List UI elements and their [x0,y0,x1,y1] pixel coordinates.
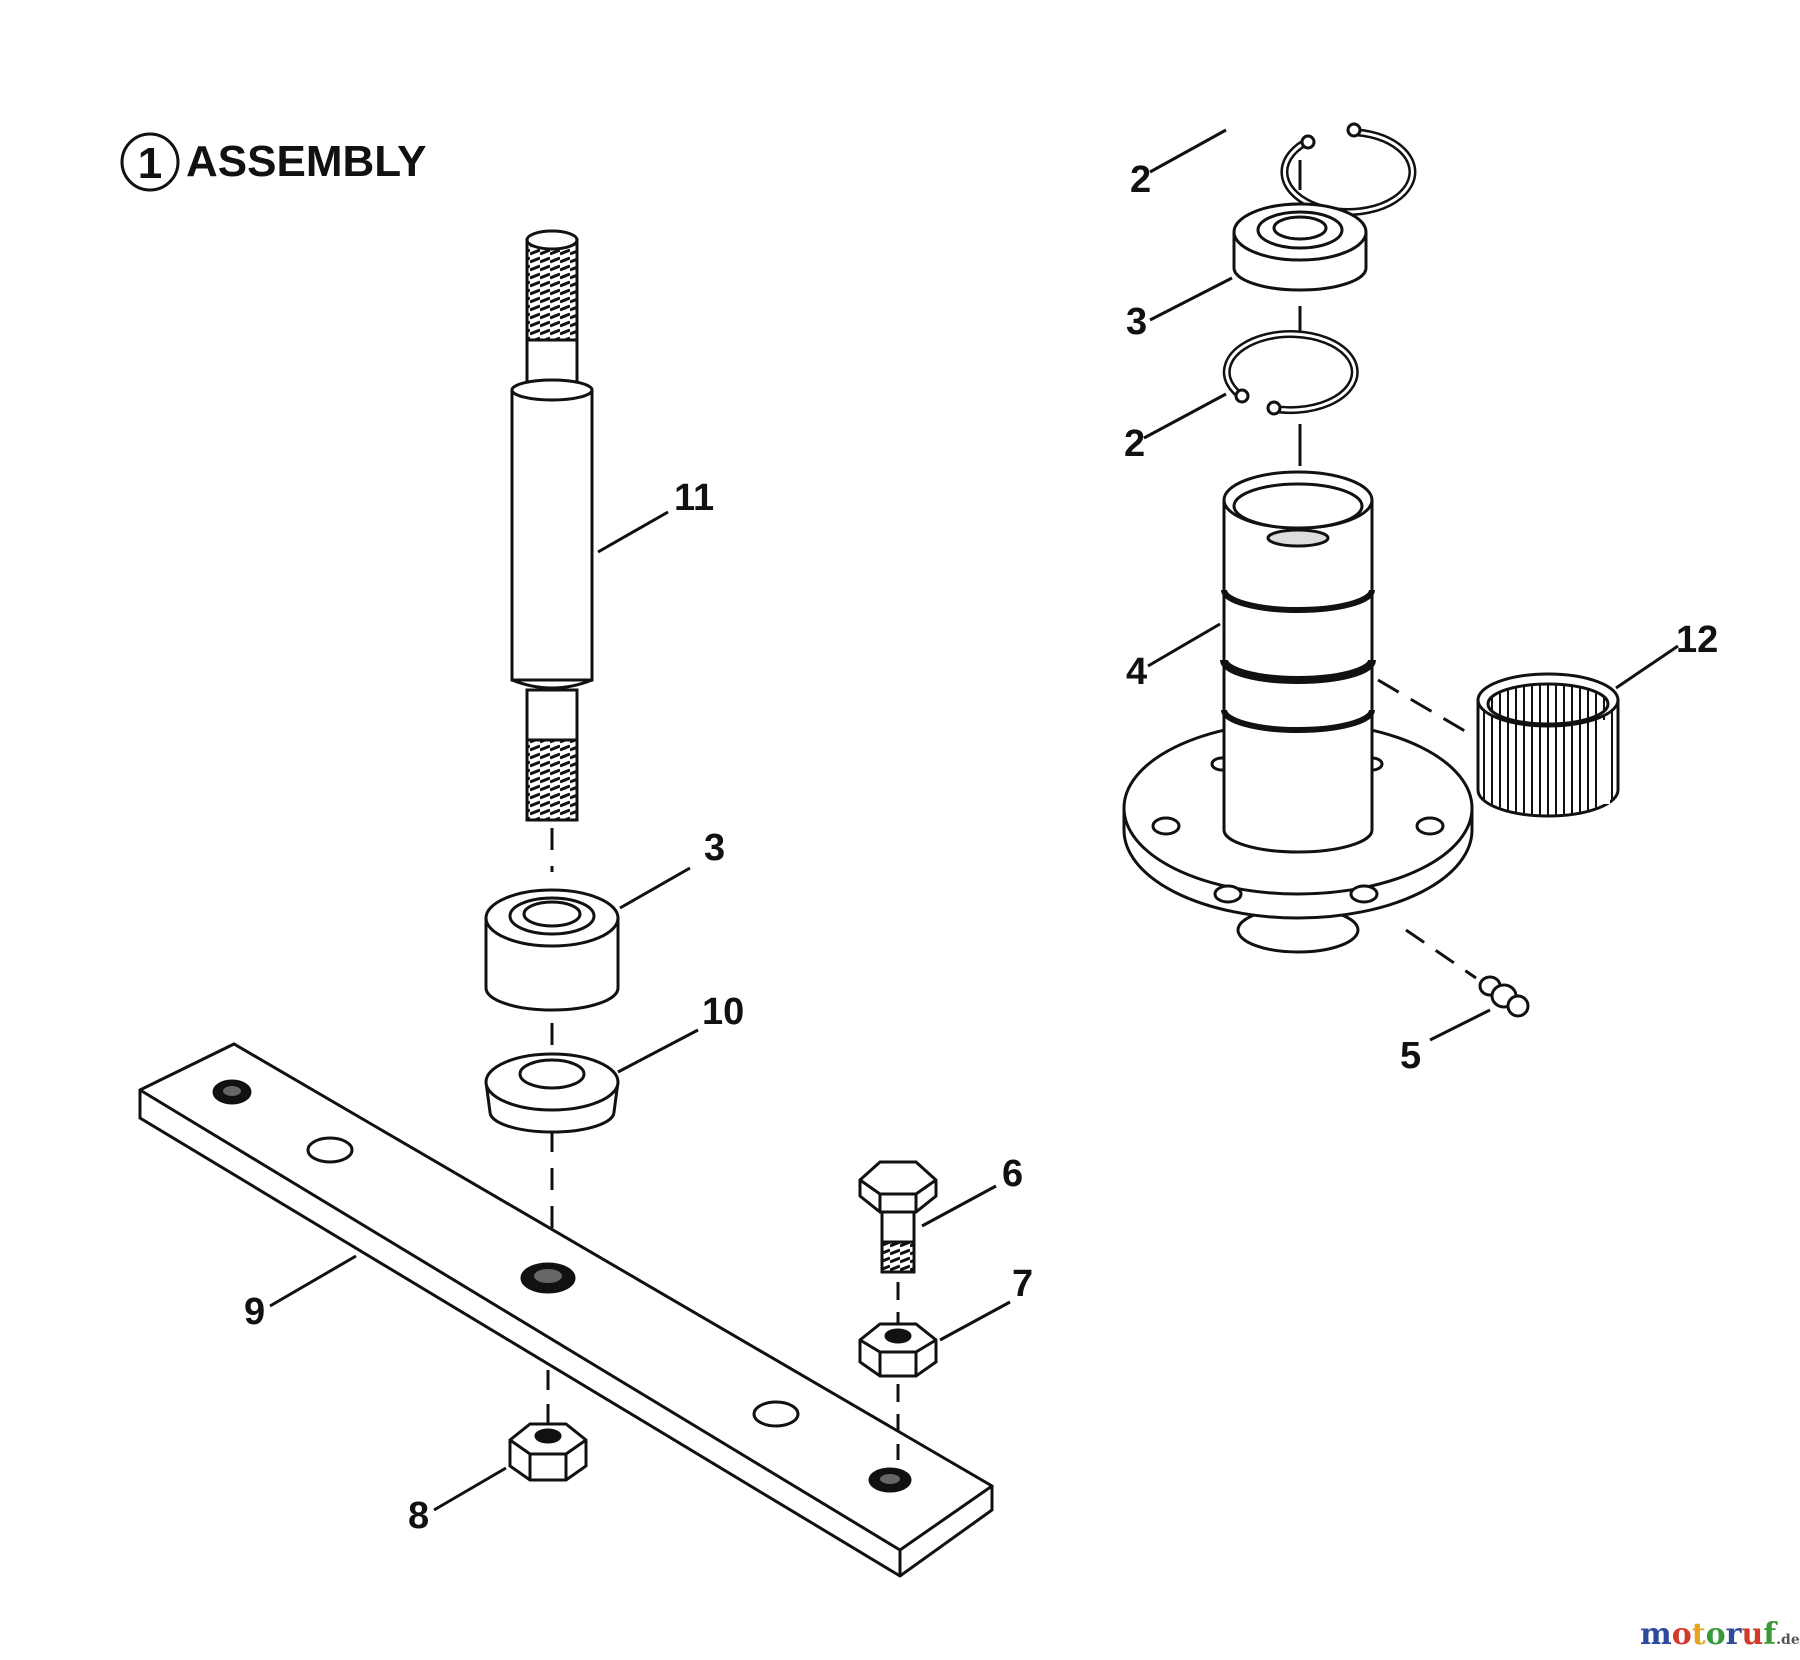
watermark-letter: m [1640,1617,1672,1652]
leader-11 [597,510,669,554]
grease-fitting [1478,975,1530,1018]
leader-5 [1429,1008,1491,1042]
needle-bushing [1476,672,1620,818]
callout-12: 12 [1676,619,1718,661]
callout-4: 4 [1126,651,1147,693]
callout-7: 7 [1012,1263,1033,1305]
flange-hole-2 [1213,884,1243,904]
leader-3-upper [1149,276,1233,322]
bar-hole-4 [752,1400,800,1428]
callout-2-upper: 2 [1130,159,1151,201]
watermark-letter: u [1741,1617,1763,1652]
leader-7 [939,1300,1011,1342]
bar-hole-2 [306,1136,354,1164]
callout-9: 9 [244,1291,265,1333]
assembly-title: 1 ASSEMBLY [120,132,426,192]
leader-4 [1147,622,1221,668]
watermark-letter: t [1692,1617,1706,1652]
leader-6 [921,1184,997,1228]
callout-6: 6 [1002,1153,1023,1195]
watermark-letter: o [1672,1617,1692,1652]
mounting-bar [138,1042,994,1578]
title-number: 1 [138,139,162,188]
ball-bearing-upper [1232,202,1368,292]
axis-line-fitting [1405,928,1477,980]
callout-5: 5 [1400,1035,1421,1077]
watermark-logo: motoruf.de [1640,1617,1800,1652]
spacer-washer [484,1052,620,1134]
leader-9 [269,1254,357,1308]
hex-nut-8 [508,1422,588,1482]
axis-line-bushing [1377,678,1471,736]
title-circle [120,132,180,192]
watermark-letter: r [1726,1617,1743,1652]
leader-3-lower [619,866,691,910]
flange-hole-1 [1151,816,1181,836]
watermark-letter: f [1763,1617,1778,1652]
leader-12 [1615,644,1679,690]
leader-2-lower [1143,392,1227,440]
flange-hole-3 [1349,884,1379,904]
retaining-ring-upper [1280,122,1417,216]
watermark-letter: o [1706,1617,1726,1652]
title-label: ASSEMBLY [186,137,426,186]
callout-11: 11 [674,477,714,519]
hex-nut-7 [858,1322,938,1378]
callout-10: 10 [702,991,744,1033]
callout-2-lower: 2 [1124,423,1145,465]
spindle-shaft [510,229,594,822]
flange-hole-4 [1415,816,1445,836]
callout-3-lower: 3 [704,827,725,869]
callout-3-upper: 3 [1126,301,1147,343]
retaining-ring-lower [1222,330,1359,416]
hex-bolt [858,1160,938,1274]
leader-10 [617,1028,699,1074]
leader-2-upper [1149,128,1227,174]
ball-bearing-lower [484,888,620,1012]
leader-8 [433,1466,507,1512]
spindle-housing [1122,470,1474,954]
watermark-suffix: .de [1776,1632,1800,1648]
callout-8: 8 [408,1495,429,1537]
